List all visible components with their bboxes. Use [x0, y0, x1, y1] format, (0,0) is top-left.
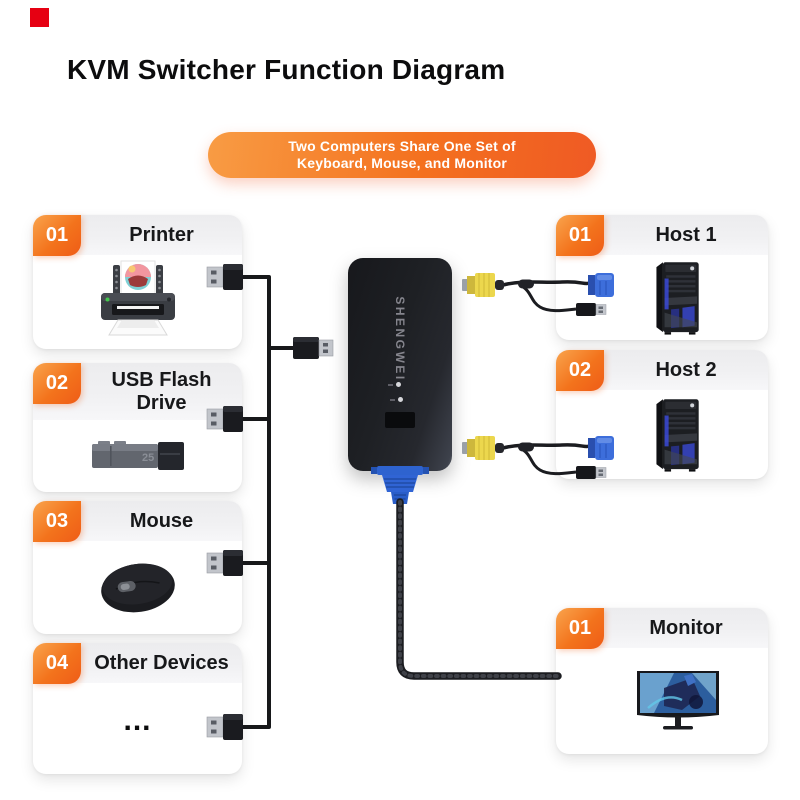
pc-tower-icon — [656, 398, 699, 472]
card-host-2-title: Host 2 — [655, 358, 717, 381]
card-host-1-number-badge: 01 — [556, 215, 604, 256]
subtitle-banner: Two Computers Share One Set of Keyboard,… — [208, 132, 596, 178]
kvm-switch-device: SHENGWEI — [348, 258, 452, 471]
vga-plug-blue-kvm — [371, 466, 429, 504]
printer-icon — [100, 260, 175, 336]
mouse-icon — [100, 563, 175, 612]
card-other-devices-title: Other Devices — [94, 651, 229, 674]
card-usb-flash-drive: USB Flash Drive 02 25 — [33, 363, 242, 492]
led-dash-2 — [390, 399, 395, 401]
card-mouse-body — [33, 541, 242, 634]
card-printer-title: Printer — [129, 223, 194, 246]
card-host-2: Host 2 02 — [556, 350, 768, 479]
flash-drive-label: 25 — [142, 452, 154, 464]
card-other-devices-number-badge: 04 — [33, 643, 81, 684]
card-monitor-number-badge: 01 — [556, 608, 604, 649]
banner-line-1: Two Computers Share One Set of — [288, 138, 516, 154]
card-host-2-body — [574, 390, 786, 479]
monitor-cable-braid — [398, 500, 560, 678]
card-host-1: Host 1 01 — [556, 215, 768, 340]
card-printer-body — [33, 255, 242, 349]
banner-line-2: Keyboard, Mouse, and Monitor — [296, 155, 508, 171]
card-mouse: Mouse 03 — [33, 501, 242, 634]
card-printer: Printer 01 — [33, 215, 242, 349]
usb-trunk-cable — [243, 275, 293, 729]
card-host-1-body — [574, 255, 786, 340]
monitor-icon — [637, 671, 719, 730]
card-host-1-title: Host 1 — [655, 223, 717, 246]
card-usb-flash-drive-number-badge: 02 — [33, 363, 81, 404]
card-monitor: Monitor 01 — [556, 608, 768, 754]
card-other-devices-body: ... — [123, 703, 152, 737]
kvm-brand-label: SHENGWEI — [393, 296, 407, 382]
card-usb-flash-drive-body: 25 — [33, 420, 242, 492]
status-led-1 — [396, 382, 401, 387]
card-mouse-title: Mouse — [129, 509, 194, 532]
card-mouse-number-badge: 03 — [33, 501, 81, 542]
card-host-2-number-badge: 02 — [556, 350, 604, 391]
card-printer-number-badge: 01 — [33, 215, 81, 256]
pc-tower-icon — [656, 261, 699, 335]
usb-plug-to-kvm — [293, 337, 334, 359]
usb-flash-drive-icon: 25 — [91, 441, 184, 470]
card-monitor-body — [572, 648, 784, 754]
led-dash-1 — [388, 384, 393, 386]
status-led-2 — [398, 397, 403, 402]
card-usb-flash-drive-title: USB Flash Drive — [111, 368, 212, 414]
kvm-port-slot — [385, 412, 415, 428]
red-corner-square — [30, 8, 49, 27]
card-monitor-title: Monitor — [649, 616, 723, 639]
page-title: KVM Switcher Function Diagram — [67, 54, 506, 85]
card-other-devices: Other Devices 04 ... — [33, 643, 242, 774]
monitor-cable — [396, 498, 562, 680]
